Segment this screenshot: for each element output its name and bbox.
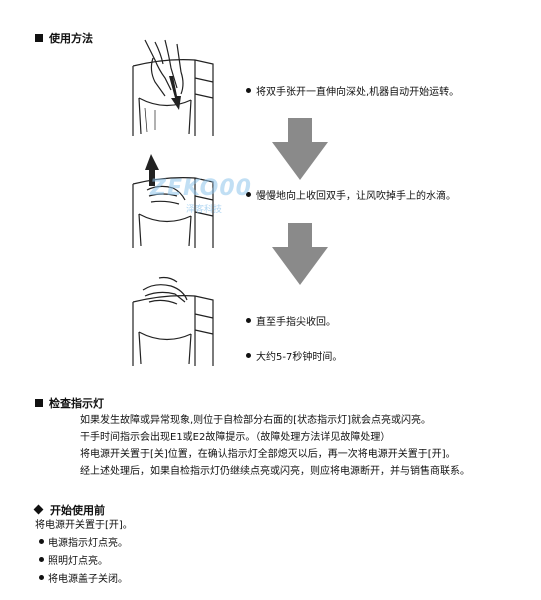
usage-step-1: 将双手张开一直伸向深处,机器自动开始运转。	[246, 83, 459, 98]
usage-step-2: 慢慢地向上收回双手，让风吹掉手上的水滴。	[246, 187, 456, 202]
indicator-line: 将电源开关置于[关]位置，在确认指示灯全部熄灭以后，再一次将电源开关置于[开]。	[80, 449, 456, 460]
usage-step-4: 大约5-7秒钟时间。	[246, 348, 342, 363]
watermark-subtitle: 泽客科技	[186, 205, 223, 215]
before-use-item: 照明灯点亮。	[35, 553, 133, 571]
bullet-dot-icon	[39, 539, 44, 544]
down-arrow-icon	[272, 223, 328, 285]
hand-dryer-withdraw-illustration	[132, 154, 214, 248]
bullet-dot-icon	[246, 353, 251, 358]
bullet-dot-icon	[39, 575, 44, 580]
hand-dryer-finish-illustration	[132, 276, 214, 366]
before-use-list: 将电源开关置于[开]。 电源指示灯点亮。 照明灯点亮。 将电源盖子关闭。	[35, 517, 133, 589]
before-use-item: 将电源盖子关闭。	[35, 571, 133, 589]
indicator-line: 经上述处理后，如果自检指示灯仍继续点亮或闪亮，则应将电源断开，并与销售商联系。	[80, 466, 470, 477]
indicator-section-title: 检查指示灯	[35, 395, 104, 411]
bullet-dot-icon	[39, 557, 44, 562]
down-arrow-icon	[272, 118, 328, 180]
before-use-section-title: 开始使用前	[33, 502, 105, 518]
diamond-bullet-icon	[33, 504, 44, 515]
indicator-paragraph: 如果发生故障或异常现象,则位于自检部分右面的[状态指示灯]就会点亮或闪亮。 干手…	[80, 412, 470, 480]
watermark-logo: ZEKO00	[150, 176, 252, 201]
bullet-dot-icon	[246, 192, 251, 197]
bullet-dot-icon	[246, 318, 251, 323]
usage-section-title: 使用方法	[35, 30, 93, 46]
usage-step-3: 直至手指尖收回。	[246, 313, 336, 328]
before-use-intro: 将电源开关置于[开]。	[35, 520, 133, 531]
square-bullet-icon	[35, 34, 43, 42]
indicator-line: 干手时间指示会出现E1或E2故障提示。（故障处理方法详见故障处理）	[80, 432, 391, 443]
square-bullet-icon	[35, 399, 43, 407]
before-use-item: 电源指示灯点亮。	[35, 535, 133, 553]
hand-dryer-insert-illustration	[132, 39, 214, 136]
bullet-dot-icon	[246, 88, 251, 93]
indicator-line: 如果发生故障或异常现象,则位于自检部分右面的[状态指示灯]就会点亮或闪亮。	[80, 415, 431, 426]
